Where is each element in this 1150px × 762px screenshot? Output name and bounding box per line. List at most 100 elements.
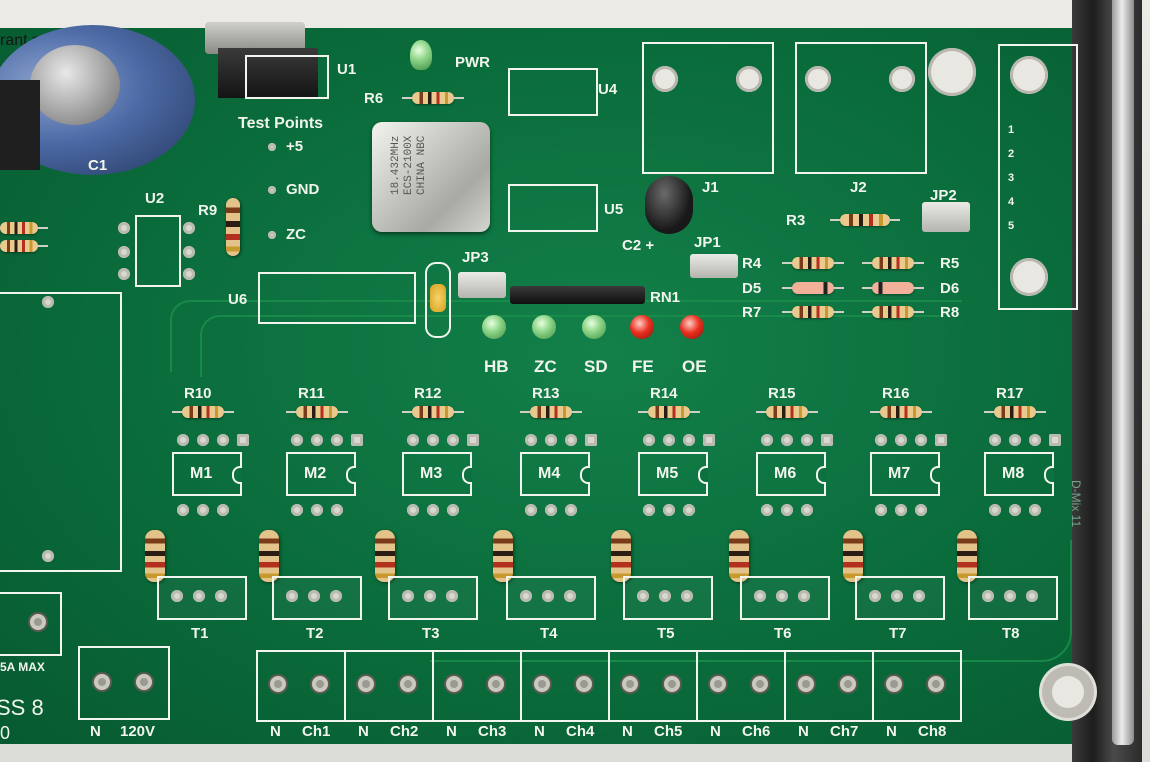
pad [915, 504, 927, 516]
pad [171, 590, 183, 602]
capacitor-c2 [645, 176, 693, 234]
pad [545, 434, 557, 446]
screw [488, 676, 504, 692]
screw [400, 676, 416, 692]
tantalum-capacitor [430, 284, 446, 312]
label-r5: R5 [940, 255, 960, 272]
pad [681, 590, 693, 602]
pad [801, 504, 813, 516]
pad [177, 504, 189, 516]
pad [183, 222, 195, 234]
label-tp-zc: ZC [286, 226, 306, 243]
pad [754, 590, 766, 602]
screw [886, 676, 902, 692]
pad [291, 504, 303, 516]
u1-outline [245, 55, 329, 99]
pin-number: 4 [1008, 196, 1015, 208]
pad [424, 590, 436, 602]
optocoupler [756, 452, 826, 496]
screw [710, 676, 726, 692]
frame-edge [1112, 0, 1134, 745]
mount-hole [889, 66, 915, 92]
screw [664, 676, 680, 692]
screw [136, 674, 152, 690]
pad [291, 434, 303, 446]
pad [1004, 590, 1016, 602]
label-channel: Ch1 [302, 723, 331, 740]
pad [447, 504, 459, 516]
jumper-jp1 [690, 254, 738, 278]
pad [913, 590, 925, 602]
pad [545, 504, 557, 516]
optocoupler [520, 452, 590, 496]
pad [761, 434, 773, 446]
optocoupler [286, 452, 356, 496]
pad [982, 590, 994, 602]
pad [1009, 504, 1021, 516]
label-triac: T8 [1002, 625, 1020, 642]
connector-pin-numbers: 1 2 3 4 5 [1008, 118, 1014, 238]
screw [840, 676, 856, 692]
pad [177, 434, 189, 446]
label-triac: T7 [889, 625, 907, 642]
screw [534, 676, 550, 692]
channel-resistor-vertical [957, 530, 977, 582]
pad [637, 590, 649, 602]
pad [331, 434, 343, 446]
label-module: M6 [774, 465, 797, 482]
label-pwr: PWR [455, 54, 490, 71]
pad [895, 504, 907, 516]
screw [752, 676, 768, 692]
pad [42, 550, 54, 562]
screw [270, 676, 286, 692]
pad [427, 504, 439, 516]
channel-resistor [870, 406, 932, 418]
screw [798, 676, 814, 692]
pad [520, 590, 532, 602]
pad [643, 504, 655, 516]
pad [331, 504, 343, 516]
channel-resistor-vertical [375, 530, 395, 582]
label-module: M2 [304, 465, 327, 482]
mount-hole [1010, 258, 1048, 296]
pad [407, 434, 419, 446]
pad [585, 434, 597, 446]
channel-resistor [172, 406, 234, 418]
pad [215, 590, 227, 602]
pin-number: 1 [1008, 124, 1015, 136]
pad [237, 434, 249, 446]
pin-number: 3 [1008, 172, 1015, 184]
pad [663, 504, 675, 516]
optocoupler [172, 452, 242, 496]
label-neutral: N [622, 723, 633, 740]
diode-d5 [782, 282, 844, 294]
optocoupler [984, 452, 1054, 496]
channel-resistor-vertical [493, 530, 513, 582]
label-module: M4 [538, 465, 561, 482]
pad [659, 590, 671, 602]
channel-resistor [984, 406, 1046, 418]
pad [564, 590, 576, 602]
label-neutral: N [270, 723, 281, 740]
led-fe [630, 315, 654, 339]
resistor-network-rn1 [510, 286, 645, 304]
pad [663, 434, 675, 446]
pad [915, 434, 927, 446]
label-r9: R9 [198, 202, 218, 219]
ic-u5 [508, 184, 598, 232]
resistor [0, 240, 48, 252]
pad [875, 434, 887, 446]
channel-resistor [520, 406, 582, 418]
resistor-r7 [782, 306, 844, 318]
ic-u4 [508, 68, 598, 116]
label-neutral: N [798, 723, 809, 740]
screw [312, 676, 328, 692]
ic-u6 [258, 272, 416, 324]
label-channel: Ch6 [742, 723, 771, 740]
crystal-marking: 18.432MHz ECS-2100X CHINA NBC [390, 136, 429, 195]
label-module: M8 [1002, 465, 1025, 482]
resistor-r9 [226, 198, 240, 256]
channel-resistor-vertical [259, 530, 279, 582]
pad [525, 434, 537, 446]
power-terminal [78, 646, 170, 720]
